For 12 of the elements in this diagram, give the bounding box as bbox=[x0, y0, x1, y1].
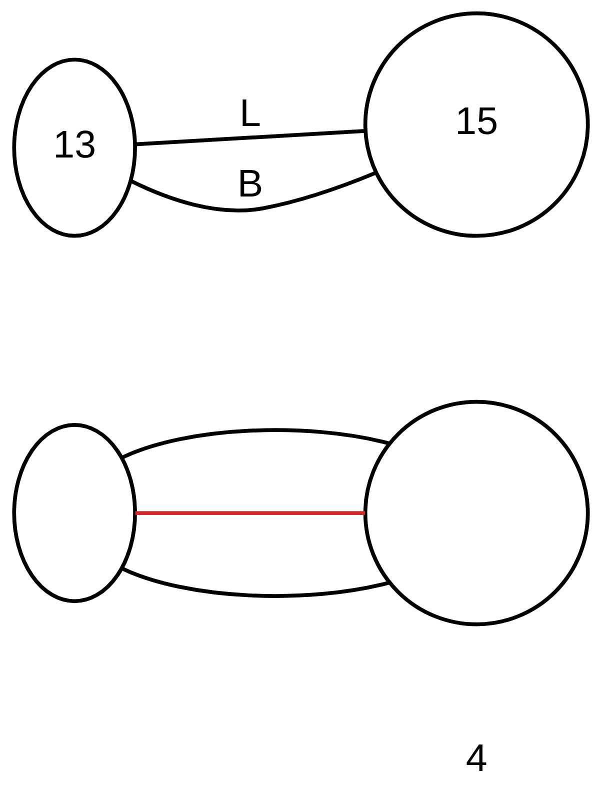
node-circle: 15 bbox=[362, 11, 590, 238]
edge-label: B bbox=[236, 162, 263, 206]
connector bbox=[120, 566, 390, 598]
edge-label: L bbox=[238, 92, 260, 135]
label: 4 bbox=[465, 736, 487, 780]
connector bbox=[134, 129, 365, 146]
node-ellipse: 13 bbox=[12, 58, 136, 238]
node-ellipse bbox=[12, 423, 136, 604]
node-circle bbox=[362, 400, 590, 626]
connector bbox=[130, 170, 376, 212]
connector bbox=[134, 511, 364, 515]
connector bbox=[120, 428, 390, 460]
